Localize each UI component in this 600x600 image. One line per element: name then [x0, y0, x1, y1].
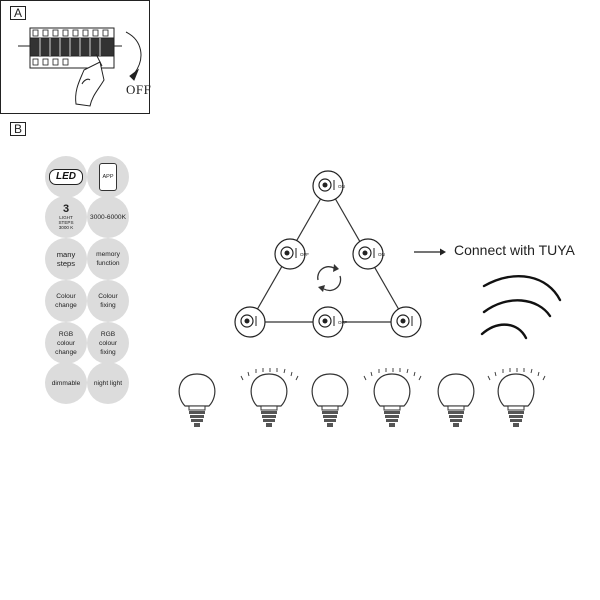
switch-label-on: ON	[378, 252, 385, 257]
switch-node-top	[312, 170, 344, 202]
switch-node-left	[274, 238, 306, 270]
cct-badge: 3000-6000K	[87, 196, 129, 238]
arrow-right-icon	[414, 248, 446, 256]
panel-a-frame	[0, 0, 150, 114]
switch-label-on: ON	[338, 184, 345, 189]
cycle-arrows-icon	[317, 264, 342, 292]
breaker-panel-illustration	[18, 27, 142, 107]
switch-label-off: OFF	[338, 320, 347, 325]
many-steps-badge: many steps	[45, 238, 87, 280]
colour-change-badge: Colour change	[45, 280, 87, 322]
bulb-row	[178, 368, 546, 427]
steps-line3: 3000 K	[58, 225, 74, 230]
rgb-colour-fixing-label: RGB colour fixing	[99, 330, 117, 356]
many-steps-label: many steps	[56, 250, 76, 268]
bulb-icon-off	[311, 373, 349, 427]
app-badge: APP	[87, 156, 129, 198]
steps-line1: LIGHT	[59, 215, 73, 220]
steps-line2: STEPS	[58, 220, 74, 225]
rgb-colour-change-label: RGB colour change	[55, 330, 77, 356]
night-light-label: night light	[93, 379, 123, 387]
steps-number: 3	[62, 203, 70, 215]
night-light-badge: night light	[87, 362, 129, 404]
switch-node-bottom-middle	[312, 306, 344, 338]
dimmable-badge: dimmable	[45, 362, 87, 404]
off-label: OFF	[126, 82, 152, 97]
bulb-icon-off	[178, 373, 216, 427]
switch-node-right	[352, 238, 384, 270]
memory-function-label: memory function	[96, 251, 120, 267]
bulb-icon-on	[363, 368, 422, 427]
panel-a-tag: A	[10, 6, 26, 20]
wireless-signal-icon	[480, 275, 562, 340]
bulb-icon-on	[240, 368, 299, 427]
colour-fixing-badge: Colour fixing	[87, 280, 129, 322]
switch-node-bottom-left	[234, 306, 266, 338]
switch-label-off: OFF	[300, 252, 309, 257]
phone-icon: APP	[99, 163, 117, 191]
cct-label: 3000-6000K	[90, 213, 126, 221]
three-steps-badge: 3 LIGHT STEPS 3000 K	[45, 196, 87, 238]
colour-change-label: Colour change	[55, 293, 77, 309]
bulb-icon-off	[437, 373, 475, 427]
rgb-colour-fixing-badge: RGB colour fixing	[87, 322, 129, 364]
switch-node-bottom-right	[390, 306, 422, 338]
app-label: APP	[102, 174, 114, 180]
bulb-icon-on	[487, 368, 546, 427]
colour-fixing-label: Colour fixing	[98, 293, 118, 309]
memory-function-badge: memory function	[87, 238, 129, 280]
connect-tuya-label: Connect with TUYA	[454, 242, 575, 258]
led-logo: LED	[49, 169, 83, 185]
panel-b-tag: B	[10, 122, 26, 136]
led-badge: LED	[45, 156, 87, 198]
rgb-colour-change-badge: RGB colour change	[45, 322, 87, 364]
dimmable-label: dimmable	[51, 379, 81, 387]
